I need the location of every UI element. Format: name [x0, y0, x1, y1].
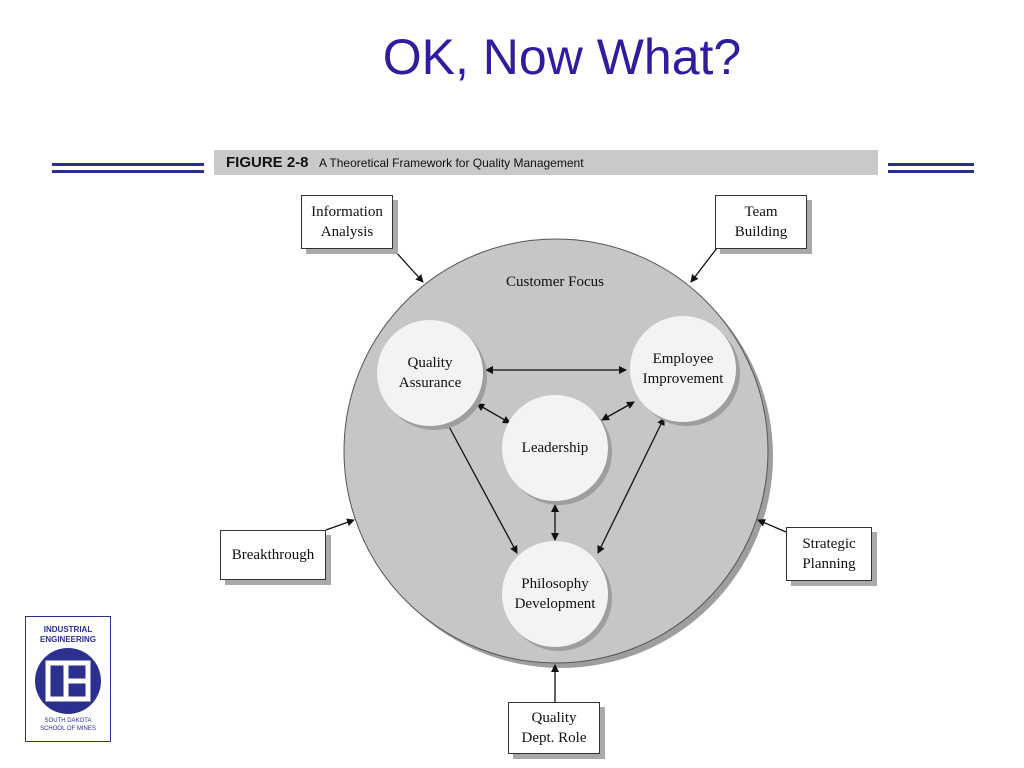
- customer-focus-label: Customer Focus: [506, 274, 604, 290]
- philosophy-development-label: Philosophy Development: [514, 576, 596, 612]
- information-analysis-label: Information Analysis: [311, 204, 383, 240]
- left-rule-top: [52, 163, 204, 166]
- information-analysis-box: Information Analysis: [301, 195, 393, 249]
- quality-dept-role-box: Quality Dept. Role: [508, 702, 600, 754]
- leadership-node: Leadership: [502, 395, 608, 501]
- quality-assurance-label: Quality Assurance: [398, 355, 462, 391]
- strategic-planning-box: Strategic Planning: [786, 527, 872, 581]
- logo-top-text: INDUSTRIAL ENGINEERING: [39, 625, 96, 644]
- breakthrough-box: Breakthrough: [220, 530, 326, 580]
- employee-improvement-label: Employee Improvement: [642, 351, 724, 387]
- arrow-ei-pd: [597, 417, 665, 554]
- arrow-info-analysis: [394, 250, 424, 283]
- right-rule-bottom: [888, 170, 974, 173]
- philosophy-development-node: Philosophy Development: [502, 541, 608, 647]
- slide-title: OK, Now What?: [382, 29, 742, 85]
- figure-caption: A Theoretical Framework for Quality Mana…: [318, 156, 584, 170]
- logo-bottom-text: SOUTH DAKOTA SCHOOL OF MINES: [40, 718, 96, 732]
- leadership-label: Leadership: [521, 440, 589, 456]
- quality-assurance-node: Quality Assurance: [377, 320, 483, 426]
- employee-improvement-node: Employee Improvement: [630, 316, 736, 422]
- figure-label: FIGURE 2-8: [226, 154, 309, 171]
- industrial-engineering-logo: INDUSTRIAL ENGINEERING SOUTH DAKOTA SCHO…: [25, 616, 111, 742]
- arrow-strategic-planning: [757, 519, 787, 533]
- figure-header: FIGURE 2-8 A Theoretical Framework for Q…: [214, 150, 878, 175]
- arrow-breakthrough: [325, 518, 355, 531]
- arrow-qa-pd: [445, 420, 518, 554]
- quality-dept-role-label: Quality Dept. Role: [521, 710, 587, 746]
- strategic-planning-label: Strategic Planning: [802, 536, 856, 572]
- team-building-box: Team Building: [715, 195, 807, 249]
- arrow-ei-leadership: [601, 401, 635, 421]
- arrow-qa-leadership: [476, 403, 511, 424]
- team-building-label: Team Building: [734, 204, 788, 240]
- ie-monogram-icon: [35, 648, 101, 714]
- arrow-team-building: [690, 247, 718, 283]
- left-rule-bottom: [52, 170, 204, 173]
- breakthrough-label: Breakthrough: [231, 547, 315, 563]
- right-rule-top: [888, 163, 974, 166]
